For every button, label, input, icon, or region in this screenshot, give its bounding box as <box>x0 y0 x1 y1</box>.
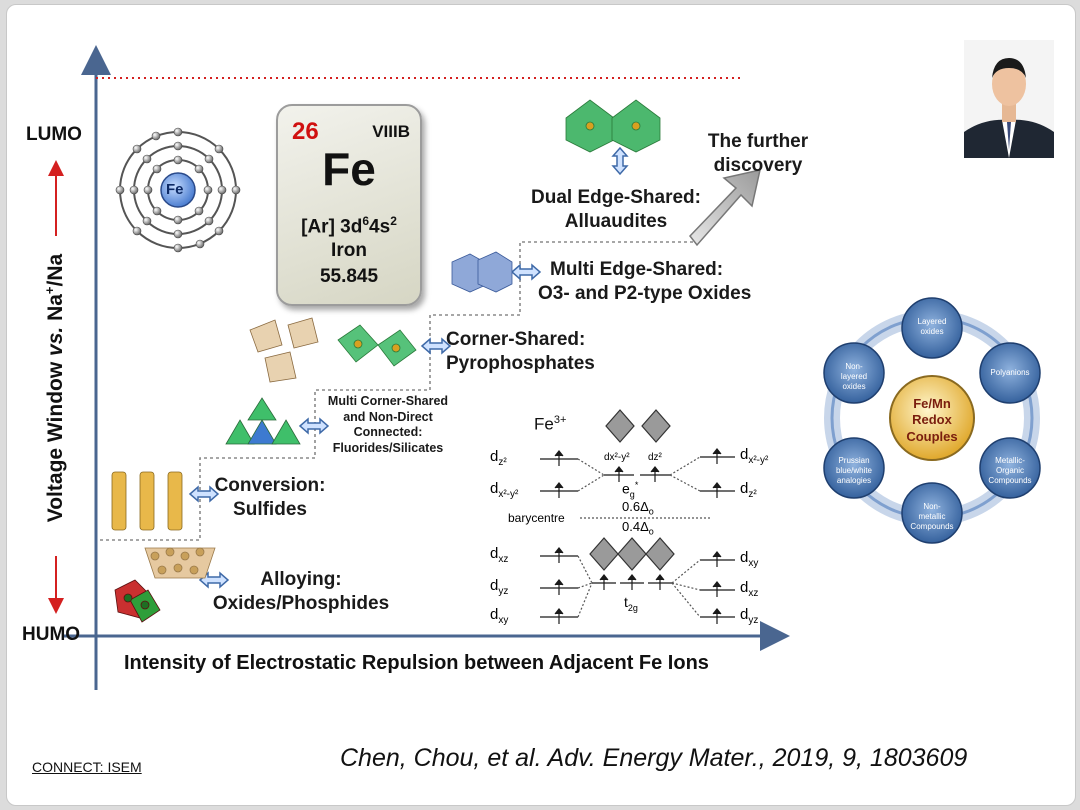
pyrophosphate-cluster <box>249 317 319 383</box>
corner-shared-octahedra <box>337 324 417 367</box>
connect-label: CONNECT: ISEM <box>32 759 142 775</box>
ion-label: Fe3+ <box>534 414 567 434</box>
delta-06-label: 0.6Δo <box>622 499 654 517</box>
citation: Chen, Chou, et al. Adv. Energy Mater., 2… <box>340 744 968 772</box>
lumo-label: LUMO <box>26 124 82 145</box>
crystal-field-diagram <box>540 409 735 624</box>
atom-model <box>115 127 241 253</box>
wheel-item-2: Polyanions <box>990 368 1030 377</box>
orbital-left-2: dx²-y² <box>490 480 519 500</box>
orbital-left-4: dyz <box>490 577 509 597</box>
barycentre-label: barycentre <box>508 511 565 525</box>
orbital-left-1: dz² <box>490 448 507 468</box>
atom-label: Fe <box>166 181 184 198</box>
orbital-left-5: dxy <box>490 606 509 626</box>
orbital-right-3: dxy <box>740 549 759 569</box>
further-discovery-arrow <box>689 169 761 247</box>
eg-label: eg* <box>622 480 639 500</box>
delta-04-label: 0.4Δo <box>622 519 654 537</box>
dual-edge-label: Dual Edge-Shared:Alluaudites <box>531 187 701 232</box>
atomic-mass: 55.845 <box>319 266 379 287</box>
element-group: VIIIB <box>372 122 410 141</box>
edge-shared-octahedra <box>451 251 513 293</box>
element-card: 26 VIIIB Fe [Ar] 3d64s2 Iron 55.845 <box>276 104 422 306</box>
orbital-right-1: dx²-y² <box>740 446 769 466</box>
oxide-cluster <box>144 547 216 579</box>
staircase-path <box>100 241 700 541</box>
electron-config: [Ar] 3d64s2 <box>301 214 397 238</box>
fluoride-triangles <box>225 397 301 445</box>
sulfide-chains <box>111 471 183 531</box>
redox-wheel <box>823 297 1041 544</box>
humo-label: HUMO <box>22 624 81 645</box>
author-photo <box>964 40 1054 158</box>
element-name: Iron <box>331 240 367 261</box>
double-arrows <box>188 146 629 589</box>
orbital-right-2: dz² <box>740 480 757 500</box>
t2g-label: t2g <box>624 594 638 613</box>
x-axis-label: Intensity of Electrostatic Repulsion bet… <box>124 652 709 674</box>
corner-shared-label: Corner-Shared:Pyrophosphates <box>446 329 595 374</box>
atomic-number: 26 <box>292 118 319 145</box>
orbital-mid-top-2: dz² <box>648 452 662 463</box>
alloying-label: Alloying:Oxides/Phosphides <box>212 569 390 614</box>
conversion-label: Conversion:Sulfides <box>214 475 326 520</box>
y-axis-label: Voltage Window vs. Na+/Na <box>42 253 67 523</box>
orbital-right-5: dyz <box>740 606 759 626</box>
orbital-left-3: dxz <box>490 545 509 565</box>
orbital-mid-top-1: dx²-y² <box>604 452 630 463</box>
orbital-right-4: dxz <box>740 579 759 599</box>
multi-edge-label: Multi Edge-Shared:O3- and P2-type Oxides <box>538 259 752 304</box>
alluaudite-octahedra <box>565 99 661 153</box>
element-symbol: Fe <box>322 143 376 195</box>
alloying-structure <box>114 579 161 623</box>
